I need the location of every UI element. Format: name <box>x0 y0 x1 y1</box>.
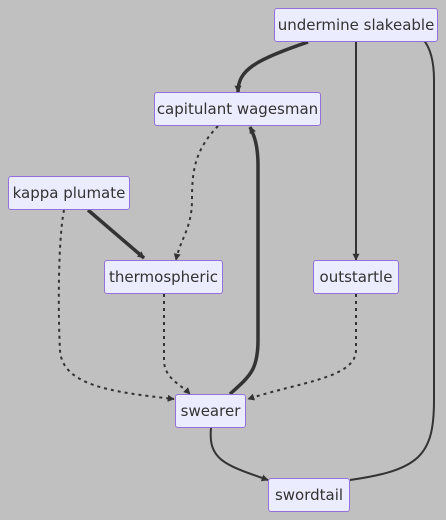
edge-swordtail-to-undermine-slakeable <box>349 23 435 481</box>
node-capitulant-wagesman[interactable]: capitulant wagesman <box>154 92 321 126</box>
edge-swearer-to-capitulant-wagesman <box>228 126 260 396</box>
node-kappa-plumate[interactable]: kappa plumate <box>8 176 130 210</box>
edge-undermine-slakeable-to-capitulant-wagesman <box>234 40 309 93</box>
edge-capitulant-wagesman-to-thermospheric <box>173 125 219 261</box>
edge-outstartle-to-swearer <box>247 294 357 401</box>
edge-kappa-plumate-to-thermospheric <box>86 208 146 260</box>
node-outstartle[interactable]: outstartle <box>313 260 399 294</box>
edge-thermospheric-to-swearer <box>163 294 191 395</box>
node-swearer[interactable]: swearer <box>175 394 246 428</box>
node-thermospheric[interactable]: thermospheric <box>104 260 223 294</box>
node-undermine-slakeable[interactable]: undermine slakeable <box>274 8 438 42</box>
node-swordtail[interactable]: swordtail <box>268 478 350 512</box>
edge-swearer-to-swordtail <box>209 427 269 482</box>
edge-kappa-plumate-to-swearer <box>57 209 175 402</box>
